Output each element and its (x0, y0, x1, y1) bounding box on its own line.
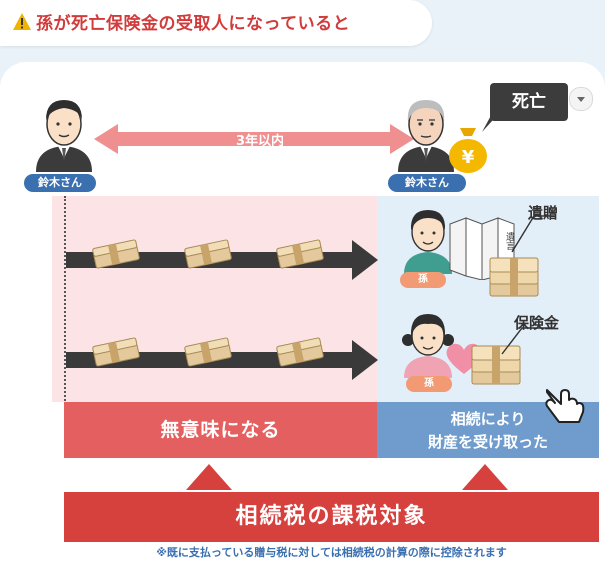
cash-bundle-icon (184, 239, 232, 269)
bequest-leader-line (511, 215, 556, 253)
bequest-label: 遺贈 (528, 204, 559, 222)
result-meaningless: 無意味になる (64, 402, 377, 458)
chevron-down-icon (577, 97, 585, 102)
insurance-label: 保険金 (514, 314, 560, 332)
tax-target-bar: 相続税の課税対象 (64, 492, 599, 542)
page-title: 孫が死亡保険金の受取人になっていると (36, 14, 351, 34)
cash-bundle-icon (184, 337, 232, 367)
grandchild-tag-1: 孫 (400, 272, 446, 288)
insurance-cash-stack-icon (471, 345, 521, 385)
footnote: ※既に支払っている贈与税に対しては相続税の計算の際に控除されます (156, 546, 507, 559)
cash-bundle-icon (276, 337, 324, 367)
result-inheritance-line2: 財産を受け取った (427, 433, 548, 451)
result-inheritance-line1: 相続により (450, 410, 526, 428)
insurance-leader-line (501, 327, 554, 355)
suzuki-alive-figure (36, 100, 92, 172)
cash-bundle-icon (92, 239, 140, 269)
timeline-dotted-line (64, 196, 66, 456)
up-arrow-right (462, 464, 508, 490)
svg-text:¥: ¥ (462, 147, 475, 168)
cash-bundle-icon (276, 239, 324, 269)
result-inheritance: 相続により 財産を受け取った (377, 402, 599, 458)
up-arrow-left (186, 464, 232, 490)
suzuki-elder-name-tag: 鈴木さん (388, 174, 466, 192)
hand-cursor-icon (545, 389, 585, 423)
period-label: 3年以内 (235, 134, 285, 149)
cash-bundle-icon (92, 337, 140, 367)
suzuki-alive-name-tag: 鈴木さん (24, 174, 96, 192)
will-doc-label: 遺言 (504, 232, 514, 250)
yen-money-bag-icon: ¥ (449, 128, 487, 173)
cash-stack-icon (489, 257, 539, 297)
grandchild-boy-figure (404, 210, 452, 274)
grandchild-girl-figure (402, 314, 454, 378)
grandchild-tag-2: 孫 (406, 376, 452, 392)
three-year-arrow (94, 124, 414, 154)
death-label: 死亡 (490, 83, 568, 121)
warning-icon (13, 13, 31, 30)
suzuki-elder-figure (398, 100, 454, 172)
dropdown-button[interactable] (569, 87, 593, 111)
title-bar (0, 0, 432, 46)
